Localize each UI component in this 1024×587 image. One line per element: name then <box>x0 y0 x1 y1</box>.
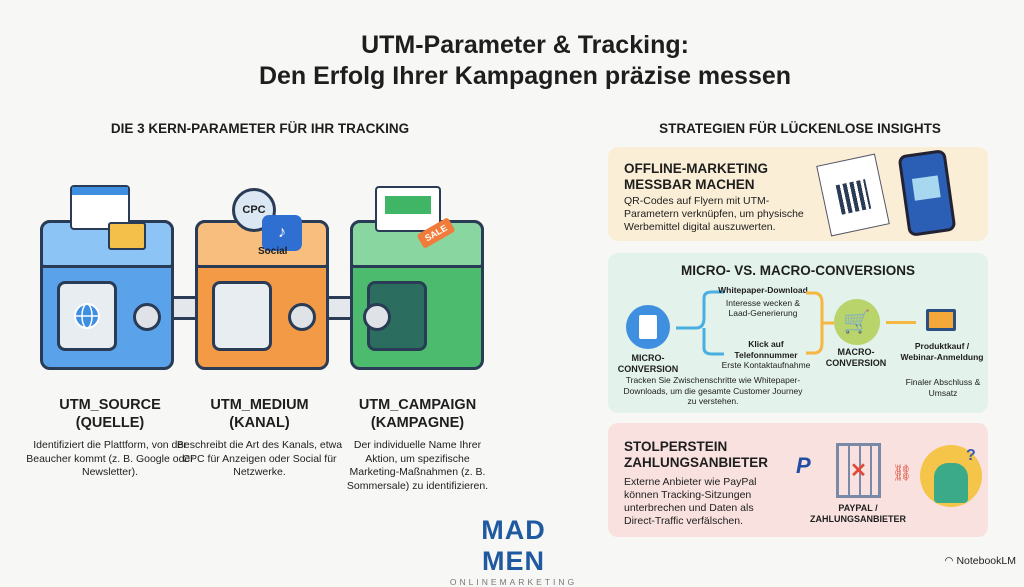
paypal-label: PAYPAL / ZAHLUNGSANBIETER <box>810 503 906 524</box>
brand-text: NotebookLM <box>956 555 1016 567</box>
broken-link-icon: ⛓ <box>892 465 913 482</box>
param-desc: Beschreibt die Art des Kanals, etwa CPC … <box>176 439 343 478</box>
param-desc: Identifiziert die Plattform, von der Bea… <box>26 439 194 478</box>
shopping-cart-icon: 🛒 <box>834 299 880 345</box>
param-utm-medium: UTM_MEDIUM (KANAL) Beschreibt die Art de… <box>172 396 347 480</box>
title-line-2: Den Erfolg Ihrer Kampagnen präzise messe… <box>258 62 792 90</box>
card-title: MICRO- VS. MACRO-CONVERSIONS <box>680 263 915 278</box>
micro-label: MICRO-CONVERSION <box>617 353 679 374</box>
merge-arrow <box>806 291 834 355</box>
smartphone-icon <box>897 149 957 237</box>
param-sub: (KANAL) <box>229 415 290 431</box>
qr-flyer-icon <box>816 153 890 237</box>
notebooklm-icon: ◠ <box>944 555 957 567</box>
card-text: QR-Codes auf Flyern mit UTM-Parametern v… <box>624 195 804 233</box>
envelope-icon <box>108 222 146 250</box>
param-name: UTM_SOURCE <box>59 397 161 413</box>
card-text: Externe Anbieter wie PayPal können Track… <box>624 476 757 527</box>
page-title: UTM-Parameter & Tracking: Den Erfolg Ihr… <box>0 30 1024 92</box>
utm-source-cube <box>40 220 174 370</box>
utm-campaign-cube <box>350 220 484 370</box>
browser-icon <box>375 186 441 232</box>
left-heading: DIE 3 KERN-PARAMETER FÜR IHR TRACKING <box>110 121 410 136</box>
logo-text: MAD MEN <box>481 515 546 576</box>
globe-icon <box>57 281 117 351</box>
final-label: Finaler Abschluss & Umsatz <box>905 377 981 398</box>
product-label: Produktkauf / Webinar-Anmeldung <box>900 341 984 362</box>
right-heading: STRATEGIEN FÜR LÜCKENLOSE INSIGHTS <box>659 121 941 136</box>
question-mark-icon: ? <box>966 447 976 464</box>
param-utm-source: UTM_SOURCE (QUELLE) Identifiziert die Pl… <box>25 396 195 480</box>
param-name: UTM_CAMPAIGN <box>358 397 477 413</box>
medium-face <box>212 281 272 351</box>
confused-person-icon <box>920 445 982 507</box>
param-utm-campaign: UTM_CAMPAIGN (KAMPAGNE) Der individuelle… <box>330 396 505 493</box>
document-icon <box>626 305 670 349</box>
param-desc: Der individuelle Name Ihrer Aktion, um s… <box>346 439 489 492</box>
split-arrow <box>676 290 724 356</box>
notebooklm-brand: ◠ NotebookLM <box>944 555 1016 567</box>
param-name: UTM_MEDIUM <box>210 397 309 413</box>
social-label: Social <box>258 246 288 257</box>
blocked-gate-icon: ✕ <box>836 443 881 498</box>
card-conversions: MICRO- VS. MACRO-CONVERSIONS MICRO-CONVE… <box>608 253 988 413</box>
param-sub: (KAMPAGNE) <box>370 415 465 431</box>
param-sub: (QUELLE) <box>75 415 145 431</box>
logo-sub: ONLINEMARKETING <box>449 577 578 587</box>
paypal-icon: P <box>796 453 811 478</box>
arrow-right <box>886 321 916 324</box>
laptop-icon <box>926 309 956 331</box>
madmen-logo: MAD MEN ONLINEMARKETING <box>446 515 581 587</box>
conv-note: Tracken Sie Zwischenschritte wie Whitepa… <box>623 375 803 406</box>
tiktok-icon: ♪ <box>262 215 302 251</box>
macro-label: MACRO-CONVERSION <box>825 347 887 368</box>
title-line-1: UTM-Parameter & Tracking: <box>361 31 689 59</box>
